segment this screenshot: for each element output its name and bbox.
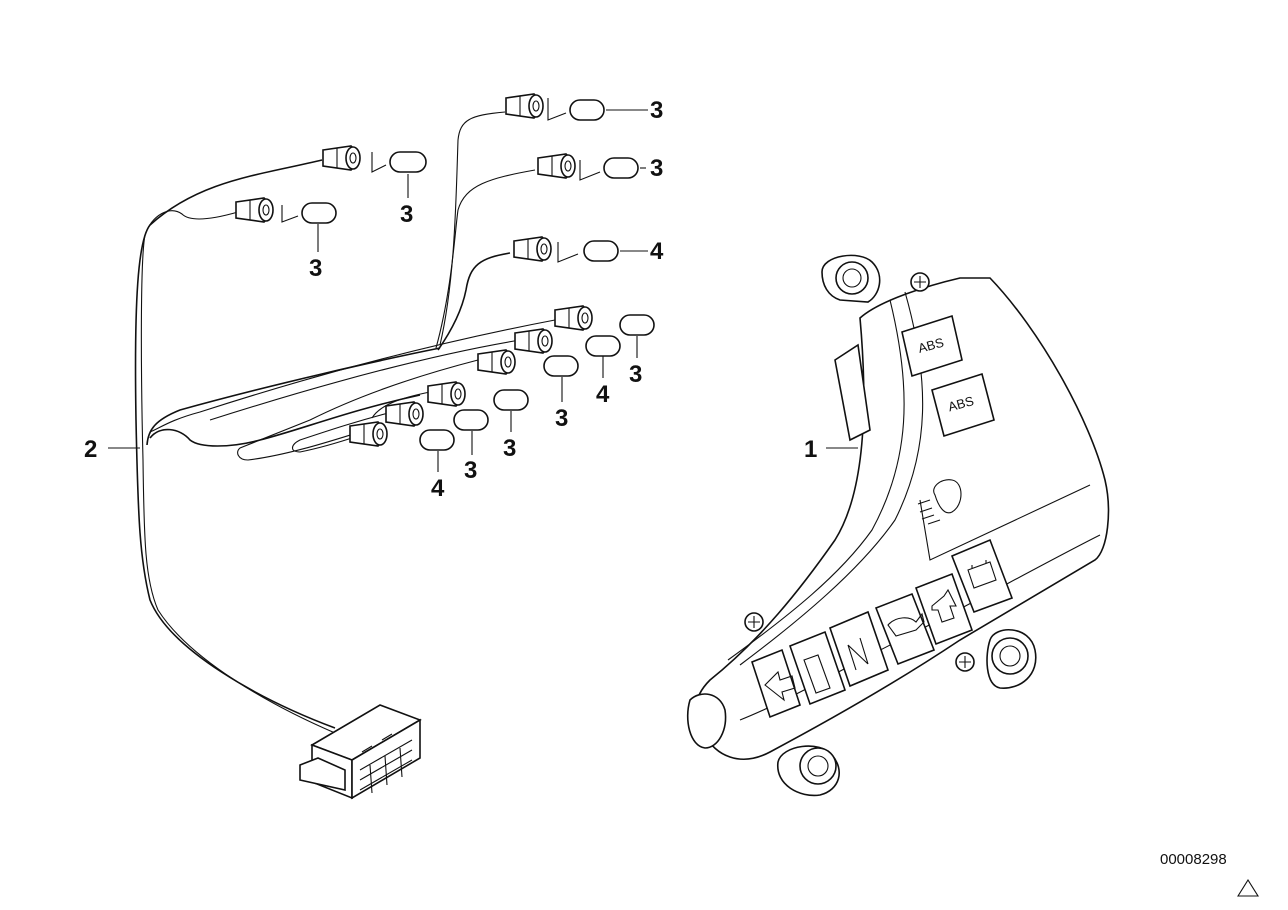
bulb bbox=[579, 157, 639, 181]
bulb bbox=[419, 429, 455, 451]
harness-connector-plug bbox=[299, 704, 422, 800]
bulb-socket bbox=[477, 349, 516, 375]
mounting-lug-bottom bbox=[777, 745, 840, 797]
bulb-socket bbox=[537, 153, 576, 179]
indicator-lamp-row bbox=[751, 538, 1014, 719]
bulb-socket bbox=[349, 421, 388, 447]
bulb bbox=[493, 389, 529, 411]
callout-3: 3 bbox=[400, 201, 413, 228]
bulb bbox=[619, 314, 655, 336]
callout-3: 3 bbox=[503, 435, 516, 462]
bulb-socket bbox=[322, 145, 361, 171]
wiring-harness bbox=[134, 111, 556, 800]
bulb bbox=[557, 240, 619, 263]
warning-triangle-icon bbox=[1237, 878, 1259, 897]
callout-leaders bbox=[108, 109, 858, 472]
callout-3: 3 bbox=[650, 155, 663, 182]
callout-3: 3 bbox=[650, 97, 663, 124]
battery-icon bbox=[950, 538, 1014, 614]
indicator-lamp-housing: ABS ABS bbox=[686, 254, 1110, 797]
bulb bbox=[281, 202, 337, 224]
turn-signal-left-icon bbox=[751, 648, 801, 719]
callout-numbers: 3 3 3 3 4 3 4 3 3 3 4 2 1 bbox=[84, 97, 817, 502]
bulb-socket bbox=[554, 305, 593, 331]
callout-4: 4 bbox=[650, 238, 664, 265]
bulb bbox=[585, 335, 621, 357]
bulb-socket bbox=[514, 328, 553, 354]
screw bbox=[910, 272, 930, 292]
callout-1: 1 bbox=[804, 436, 817, 463]
bulb bbox=[371, 151, 427, 173]
diagram-reference-number: 00008298 bbox=[1160, 851, 1227, 868]
mounting-lug-top bbox=[821, 254, 881, 303]
turn-signal-right-icon bbox=[914, 572, 974, 646]
mounting-lug-bottom-right bbox=[986, 628, 1037, 689]
bulb-socket bbox=[385, 401, 424, 427]
abs-lamp-label: ABS bbox=[916, 335, 945, 356]
callout-3: 3 bbox=[464, 457, 477, 484]
high-beam-icon bbox=[788, 630, 847, 706]
abs-lamp-label: ABS bbox=[946, 393, 975, 414]
headlight-icon bbox=[917, 479, 962, 525]
neutral-indicator-icon bbox=[828, 610, 890, 688]
bulb-socket bbox=[513, 236, 552, 262]
callout-4: 4 bbox=[596, 381, 610, 408]
oil-pressure-icon bbox=[874, 592, 936, 666]
bulbs bbox=[281, 98, 655, 451]
bulb-socket bbox=[427, 381, 466, 407]
abs-warning-lamp-icon: ABS bbox=[901, 314, 963, 378]
bulb bbox=[543, 355, 579, 377]
bulb-socket bbox=[505, 93, 544, 119]
callout-3: 3 bbox=[555, 405, 568, 432]
bulb-sockets bbox=[235, 93, 593, 447]
bulb bbox=[453, 409, 489, 431]
bulb-socket bbox=[235, 197, 274, 223]
screw bbox=[955, 652, 975, 672]
callout-2: 2 bbox=[84, 436, 97, 463]
abs-warning-lamp-icon: ABS bbox=[931, 372, 995, 438]
bulb bbox=[547, 98, 605, 121]
callout-3: 3 bbox=[309, 255, 322, 282]
screw bbox=[744, 612, 764, 632]
callout-4: 4 bbox=[431, 475, 445, 502]
callout-3: 3 bbox=[629, 361, 642, 388]
